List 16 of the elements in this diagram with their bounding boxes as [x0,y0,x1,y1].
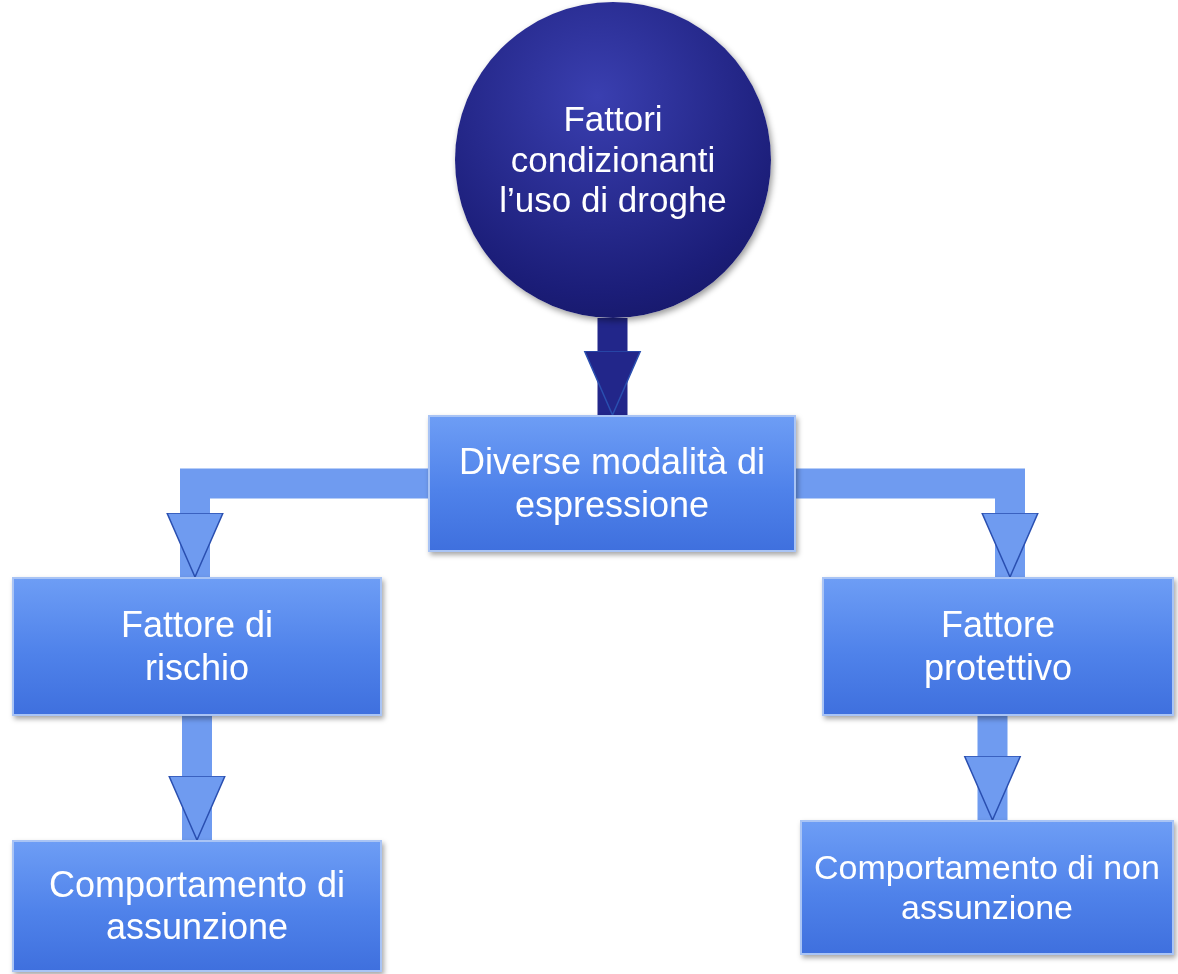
node-label: Diverse modalità di espressione [457,441,767,526]
block-arrow [796,468,1039,578]
node-label: Comportamento di assunzione [47,863,347,949]
node-label: Fattore di rischio [119,604,275,689]
block-arrow [583,318,642,416]
process-box [822,577,1174,716]
block-arrow [963,716,1022,821]
node-label: Fattore protettivo [922,604,1074,689]
node-label: Fattori condizionanti l’uso di droghe [498,98,728,222]
block-arrow [168,716,226,841]
block-arrow [166,468,428,578]
process-box [428,415,796,552]
process-box [12,577,382,716]
node-label: Comportamento di non assunzione [813,847,1161,928]
process-box [800,820,1174,955]
process-box [12,840,382,972]
